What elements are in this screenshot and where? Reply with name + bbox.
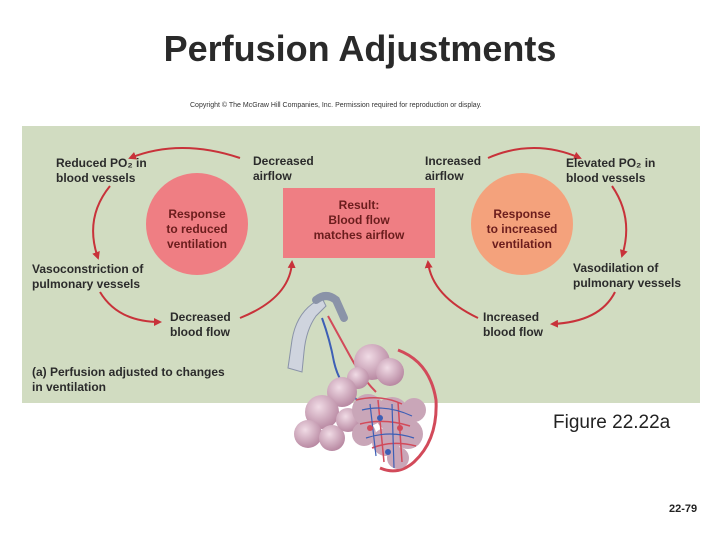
right-response-label: Response to increased ventilation	[486, 207, 558, 251]
arrow-bloodflow-to-result-right	[424, 260, 479, 319]
label-vasoconstriction: Vasoconstriction of pulmonary vessels	[32, 262, 144, 291]
label-reduced-po2: Reduced PO₂ in blood vessels	[56, 156, 147, 185]
right-response-circle	[471, 173, 573, 275]
label-vasodilation: Vasodilation of pulmonary vessels	[573, 261, 682, 290]
copyright-notice: Copyright © The McGraw Hill Companies, I…	[190, 102, 482, 109]
label-decreased-blood-flow: Decreased blood flow	[170, 310, 231, 339]
left-response-label: Response to reduced ventilation	[166, 207, 228, 251]
slide-title: Perfusion Adjustments	[163, 28, 557, 69]
alveoli-illustration	[287, 292, 438, 473]
left-response-circle	[146, 173, 248, 275]
arrow-po2-to-vasodilation	[611, 185, 628, 258]
label-decreased-airflow: Decreased airflow	[253, 154, 314, 183]
arrow-airflow-to-po2	[128, 147, 241, 160]
result-label: Result: Blood flow matches airflow	[313, 198, 405, 242]
result-box	[283, 188, 435, 258]
arrow-vasoconstriction-to-bloodflow	[99, 291, 162, 326]
label-increased-blood-flow: Increased blood flow	[483, 310, 543, 339]
arrow-po2-to-vasoconstriction	[92, 185, 111, 260]
figure-label: Figure 22.22a	[553, 412, 671, 433]
label-elevated-po2: Elevated PO₂ in blood vessels	[566, 156, 656, 185]
figure-caption: (a) Perfusion adjusted to changes in ven…	[32, 365, 225, 394]
page-number: 22-79	[669, 503, 698, 515]
arrow-airflow-to-elevated-po2	[487, 147, 582, 160]
arrow-bloodflow-to-result	[239, 260, 296, 319]
label-increased-airflow: Increased airflow	[425, 154, 482, 183]
arrow-vasodilation-to-bloodflow	[550, 291, 616, 328]
